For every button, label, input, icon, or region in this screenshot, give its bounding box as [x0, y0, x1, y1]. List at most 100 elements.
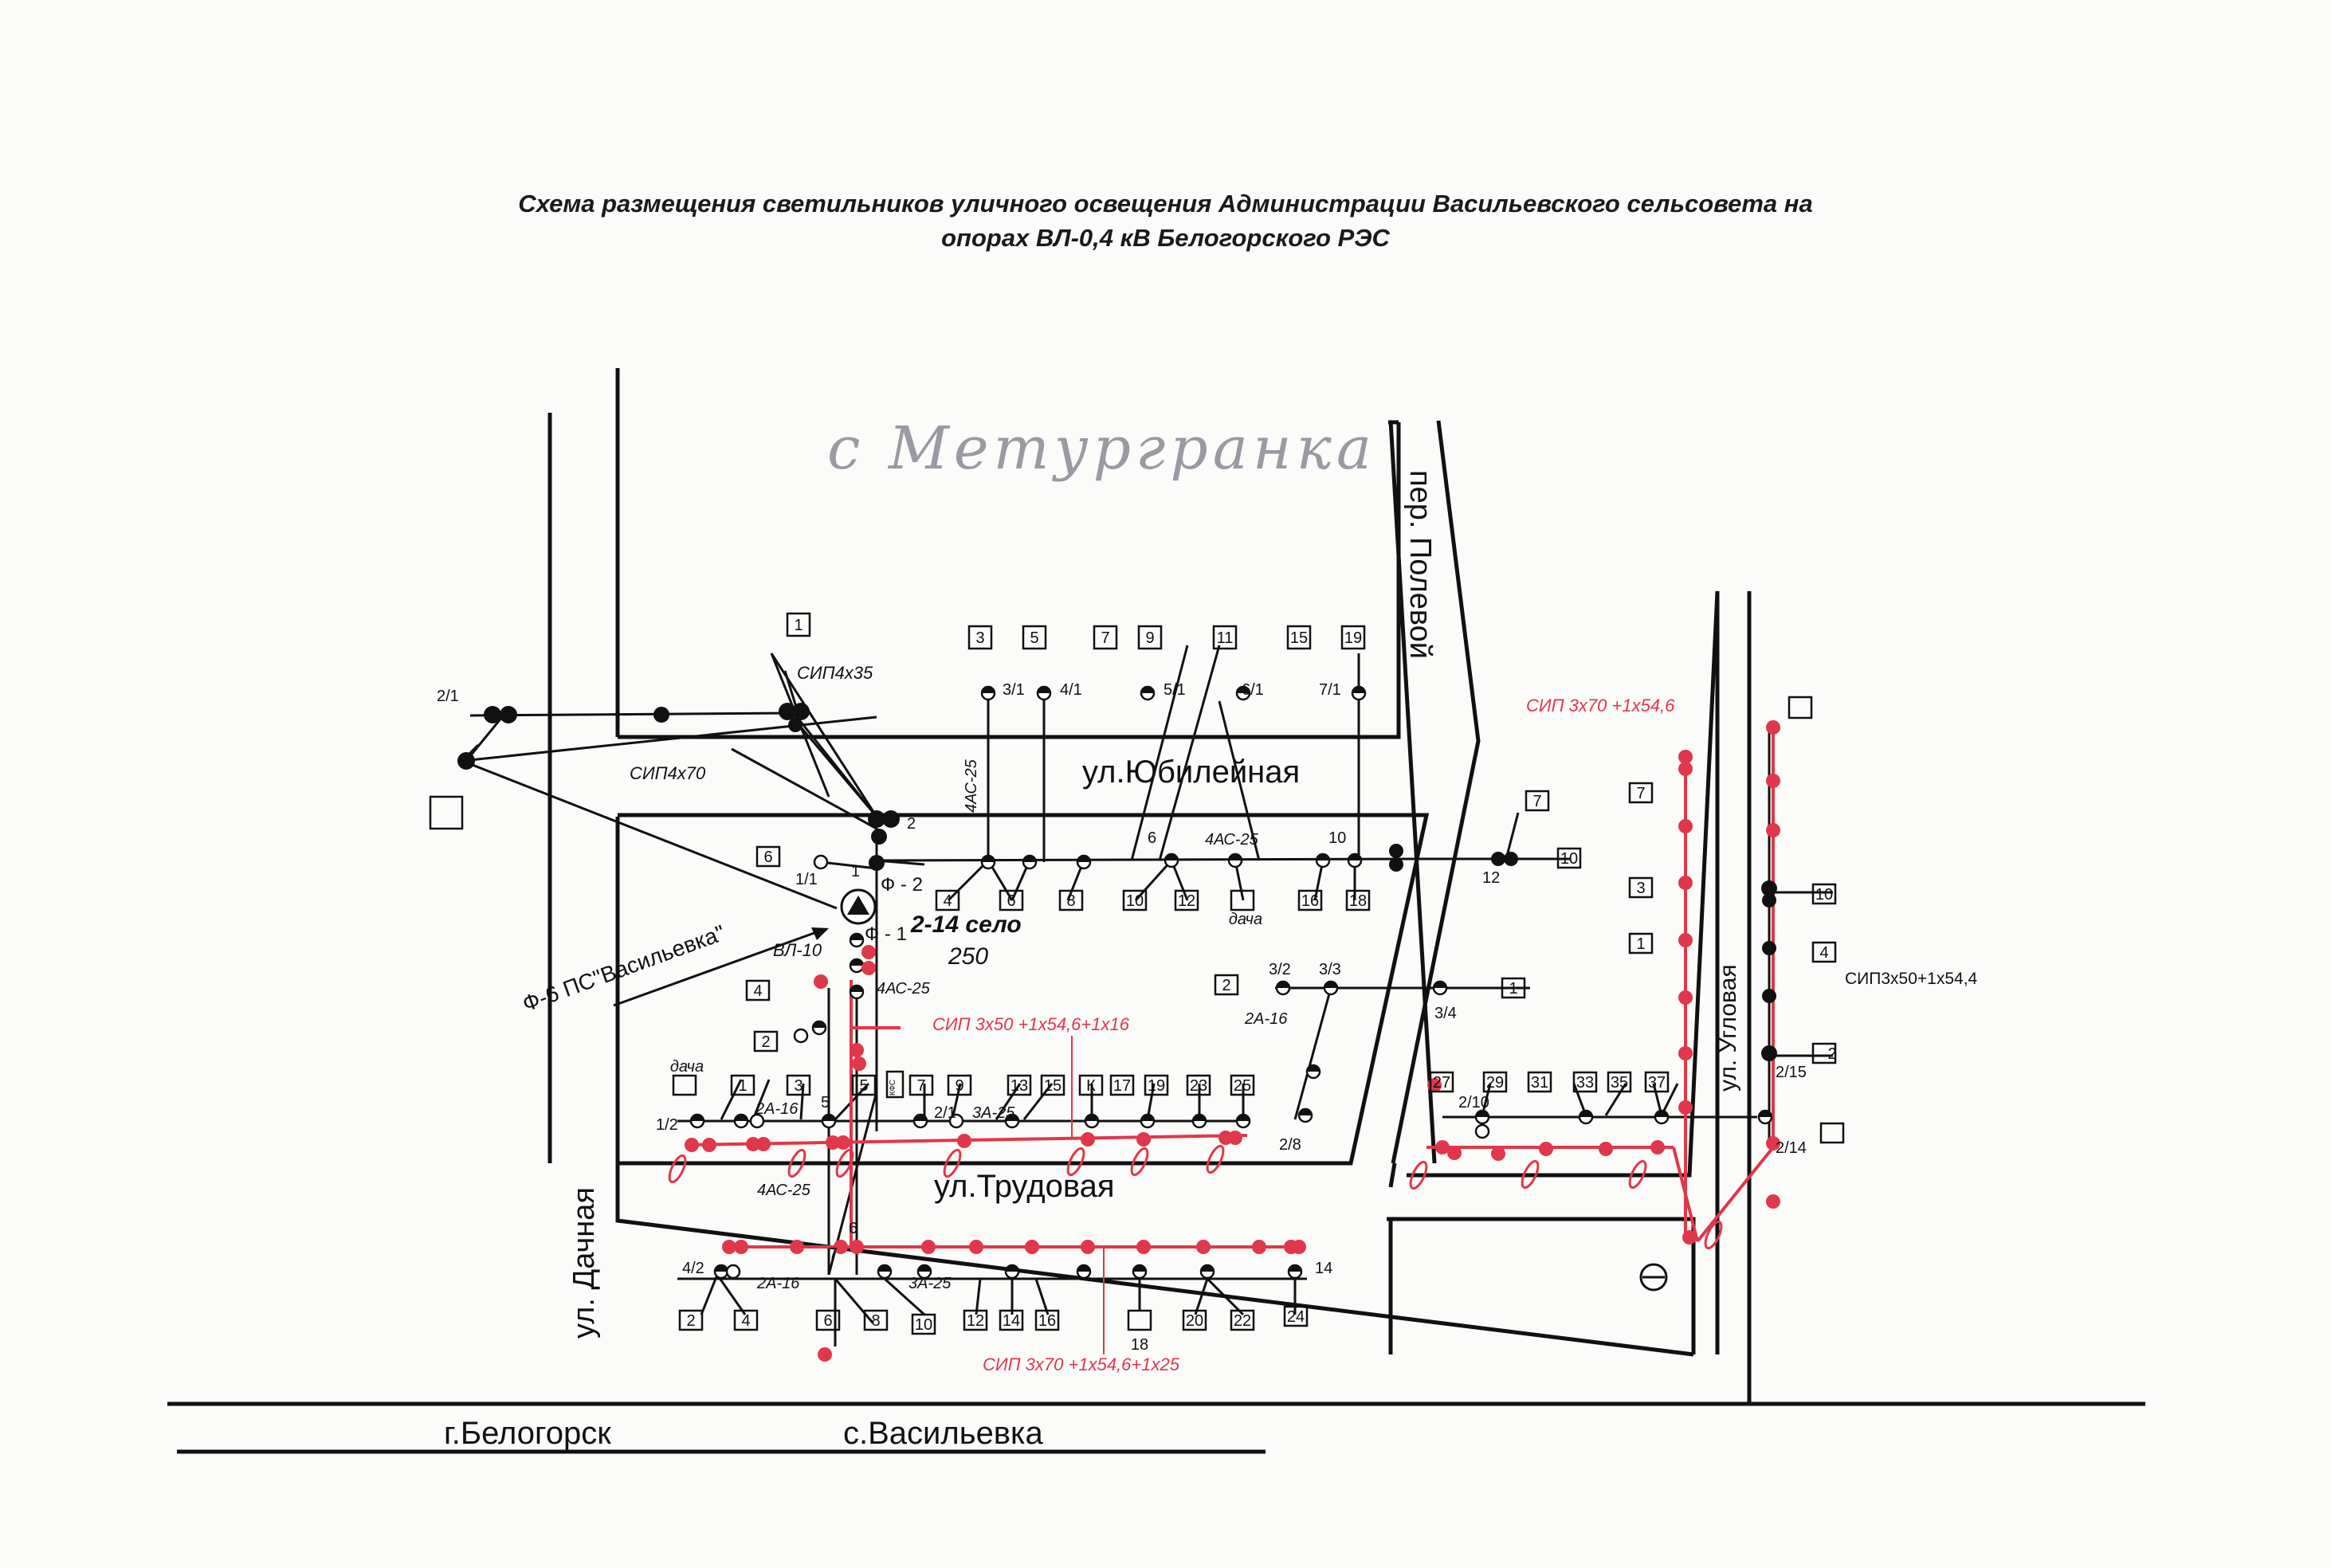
pole	[1761, 1045, 1777, 1061]
block-line	[1387, 1217, 1696, 1354]
pole-5-1: 5/1	[1164, 681, 1186, 699]
house-num: 2	[1827, 1045, 1836, 1063]
pole-2-14: 2/14	[1776, 1139, 1807, 1157]
house-num: 19	[1344, 629, 1362, 647]
pole	[500, 706, 517, 723]
pole-12: 12	[1482, 869, 1500, 887]
house-num: 12	[967, 1312, 984, 1330]
street-line	[1388, 1162, 1397, 1188]
substation-name: 2-14 село	[910, 911, 1022, 938]
house-num: 10	[915, 1316, 932, 1334]
pole-5: 5	[821, 1094, 830, 1111]
lane-polevoy: пер. Полевой	[1403, 470, 1437, 659]
house-num: 18	[1131, 1336, 1148, 1354]
pole	[788, 718, 803, 732]
cable-4ac25-low: 4АС-25	[757, 1182, 811, 1199]
cable-sip3x50-right: СИП3х50+1х54,4	[1845, 970, 1978, 988]
handwritten-village-name: с Метургранка	[827, 414, 1376, 483]
house-num: 13	[1010, 1077, 1028, 1095]
street-uglovaya: ул. Угловая	[1715, 964, 1741, 1092]
house-num: 4	[1819, 944, 1828, 962]
house-num: 35	[1611, 1074, 1628, 1092]
house-num: 8	[871, 1312, 880, 1330]
transformer-substation-icon	[613, 888, 1668, 1292]
pole-2-1: 2/1	[437, 688, 459, 705]
house-num: 29	[1486, 1074, 1504, 1092]
house-num: 15	[1044, 1077, 1062, 1095]
house-num: 3	[794, 1077, 803, 1095]
pole	[484, 706, 501, 723]
pole	[792, 703, 810, 720]
diagram-title-line2: опорах ВЛ-0,4 кВ Белогорского РЭС	[941, 224, 1390, 252]
cable-4ac25-mid: 4АС-25	[877, 980, 931, 998]
house-num: 2	[1222, 977, 1230, 994]
pole-7-1: 7/1	[1319, 681, 1341, 699]
street-dachnaya: ул. Дачная	[567, 1187, 601, 1339]
cable-4ac25-right: 4АС-25	[1205, 831, 1259, 849]
house-num: 6	[823, 1312, 832, 1330]
road-vasilyevka: с.Васильевка	[843, 1416, 1043, 1451]
red-cable-sip-bottom: СИП 3х70 +1х54,6+1х25	[983, 1354, 1180, 1374]
red-lamp-ovals	[668, 1144, 1723, 1250]
street-trudovaya: ул.Трудовая	[934, 1169, 1115, 1204]
pole	[1761, 880, 1777, 896]
pole	[868, 810, 885, 828]
pole-1-1: 1/1	[795, 871, 818, 888]
cable-sip4x35: СИП4х35	[797, 663, 873, 683]
house-num: 1	[1636, 935, 1645, 953]
house-num: 16	[1301, 892, 1319, 910]
pole-6-1: 6/1	[1242, 681, 1264, 699]
pole	[1762, 989, 1776, 1003]
house-boxes	[429, 612, 1845, 1335]
house-num: 16	[1038, 1312, 1056, 1330]
pole-2-15: 2/15	[1776, 1064, 1807, 1081]
red-poles	[685, 720, 1780, 1362]
pole-3-4: 3/4	[1434, 1005, 1457, 1022]
cable-2a16-mid: 2А-16	[1244, 1010, 1288, 1028]
street-yubileynaya: ул.Юбилейная	[1082, 755, 1300, 790]
diagram-title-line1: Схема размещения светильников уличного о…	[518, 190, 1813, 218]
house-num: 10	[1560, 850, 1578, 868]
pole	[1491, 852, 1505, 866]
house-num: 7	[1101, 629, 1109, 647]
house-num: 22	[1234, 1312, 1251, 1330]
house-dacha: дача	[670, 1058, 704, 1076]
pole-4-2: 4/2	[682, 1260, 704, 1277]
house-num: 6	[763, 849, 772, 866]
house-num: 24	[1287, 1308, 1305, 1326]
pole-3-3: 3/3	[1319, 961, 1341, 978]
pole-2-8: 2/8	[1279, 1136, 1301, 1154]
red-cable-sip-top-right: СИП 3х70 +1х54,6	[1526, 696, 1675, 715]
house-num: 7	[1532, 793, 1541, 810]
pole	[653, 707, 669, 723]
house-num: 4	[943, 892, 952, 910]
pole	[871, 829, 887, 845]
pole	[1762, 893, 1776, 907]
red-leader-lines	[1071, 1036, 1105, 1354]
house-num: 3	[975, 629, 984, 647]
house-kfs: КФС	[889, 1080, 897, 1096]
house-num: 7	[1636, 785, 1645, 802]
house-dacha: дача	[1229, 911, 1262, 928]
street-lines	[167, 368, 2145, 1454]
pole-4-1: 4/1	[1060, 681, 1082, 699]
street-line	[615, 1163, 1694, 1357]
black-poles	[457, 703, 1777, 1061]
pole-7: 7	[829, 1245, 838, 1263]
half-poles	[689, 685, 1773, 1280]
house-num: 12	[1178, 892, 1195, 910]
house-num: 33	[1576, 1074, 1594, 1092]
pole-2-10: 2/10	[1458, 1094, 1489, 1111]
pole-3-2: 3/2	[1269, 961, 1291, 978]
pole-14: 14	[1315, 1260, 1332, 1277]
house-num: 5	[859, 1077, 868, 1095]
pole-3-1: 3/1	[1003, 681, 1025, 699]
pole-2-1b: 2/1	[934, 1104, 956, 1122]
house-num: 14	[1003, 1312, 1020, 1330]
house-num: 1	[794, 617, 803, 634]
bottom-branches	[700, 1274, 1297, 1316]
red-cable-sip-left: СИП 3х50 +1х54,6+1х16	[932, 1014, 1130, 1034]
feeder-f1: Ф - 1	[865, 923, 907, 945]
pole	[779, 703, 796, 720]
